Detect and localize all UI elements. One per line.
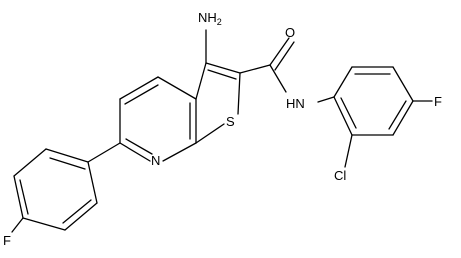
amino-main-text: NH — [198, 10, 217, 25]
bond — [124, 84, 159, 105]
thiophene-sulfur-label: S — [226, 114, 235, 129]
bond — [64, 202, 98, 231]
bond — [62, 199, 92, 224]
bond — [205, 62, 241, 74]
bond — [269, 37, 290, 66]
bond — [392, 66, 414, 102]
bond — [269, 64, 287, 93]
bond — [392, 100, 414, 136]
amide-nh-label: HN — [286, 96, 305, 111]
amino-subscript: 2 — [217, 17, 222, 27]
bond — [195, 123, 225, 144]
bond — [317, 96, 335, 103]
bond — [13, 175, 24, 219]
bond — [388, 100, 407, 130]
bond — [11, 217, 24, 233]
bond — [340, 97, 357, 129]
pyridine-nitrogen-label: N — [151, 153, 160, 168]
bond — [45, 148, 89, 163]
bond — [13, 148, 47, 177]
fluorine-right-label: F — [434, 94, 442, 109]
bond — [239, 64, 271, 74]
chlorine-label: Cl — [334, 168, 346, 183]
bond — [49, 157, 86, 170]
bond — [333, 96, 353, 136]
bond — [119, 142, 151, 162]
bond — [333, 66, 353, 98]
bond — [119, 76, 159, 100]
atom-label-group: NH2 O HN S N Cl F F — [3, 10, 442, 248]
carbonyl-oxygen-label: O — [285, 25, 295, 40]
bond — [22, 217, 66, 231]
bond — [87, 161, 98, 204]
amino-label: NH2 — [198, 10, 222, 27]
bond — [237, 72, 241, 115]
bond — [207, 69, 237, 80]
bond — [274, 41, 295, 71]
bond — [157, 76, 197, 100]
bond — [125, 138, 153, 155]
bond — [162, 142, 197, 162]
bond-group — [11, 29, 433, 233]
bond — [195, 62, 207, 100]
bond — [87, 142, 121, 163]
bond — [19, 179, 29, 215]
bond — [344, 134, 353, 168]
fluorine-left-label: F — [3, 233, 11, 248]
